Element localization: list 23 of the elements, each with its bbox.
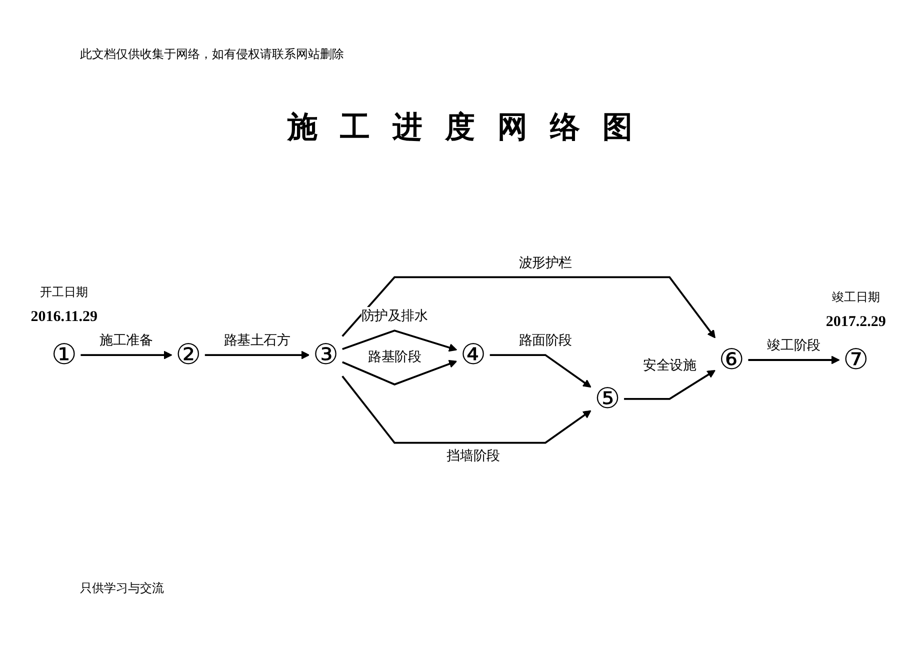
event-number: ② [176, 338, 202, 372]
milestone-label: 竣工日期 [832, 288, 880, 306]
date-label: 2016.11.29 [30, 308, 98, 326]
arrow [342, 276, 716, 338]
arrow [342, 330, 458, 352]
date-label: 2017.2.29 [826, 314, 886, 331]
arrow [490, 354, 592, 388]
arrow [342, 360, 458, 386]
event-number: ③ [313, 338, 339, 372]
event-number: ① [51, 338, 77, 372]
event-number: ⑦ [843, 343, 869, 377]
arrow [342, 376, 592, 444]
arrow [748, 356, 840, 364]
event-number: ⑤ [594, 382, 620, 416]
arrow [624, 370, 716, 400]
header-note: 此文档仅供收集于网络，如有侵权请联系网站删除 [80, 46, 344, 63]
footer-note: 只供学习与交流 [80, 580, 164, 597]
event-number: ⑥ [718, 343, 744, 377]
milestone-label: 开工日期 [40, 284, 88, 301]
arrow [80, 350, 172, 360]
arrow [204, 350, 310, 360]
diagram-title: 施工进度网络图 [286, 110, 655, 146]
event-number: ④ [460, 338, 486, 372]
